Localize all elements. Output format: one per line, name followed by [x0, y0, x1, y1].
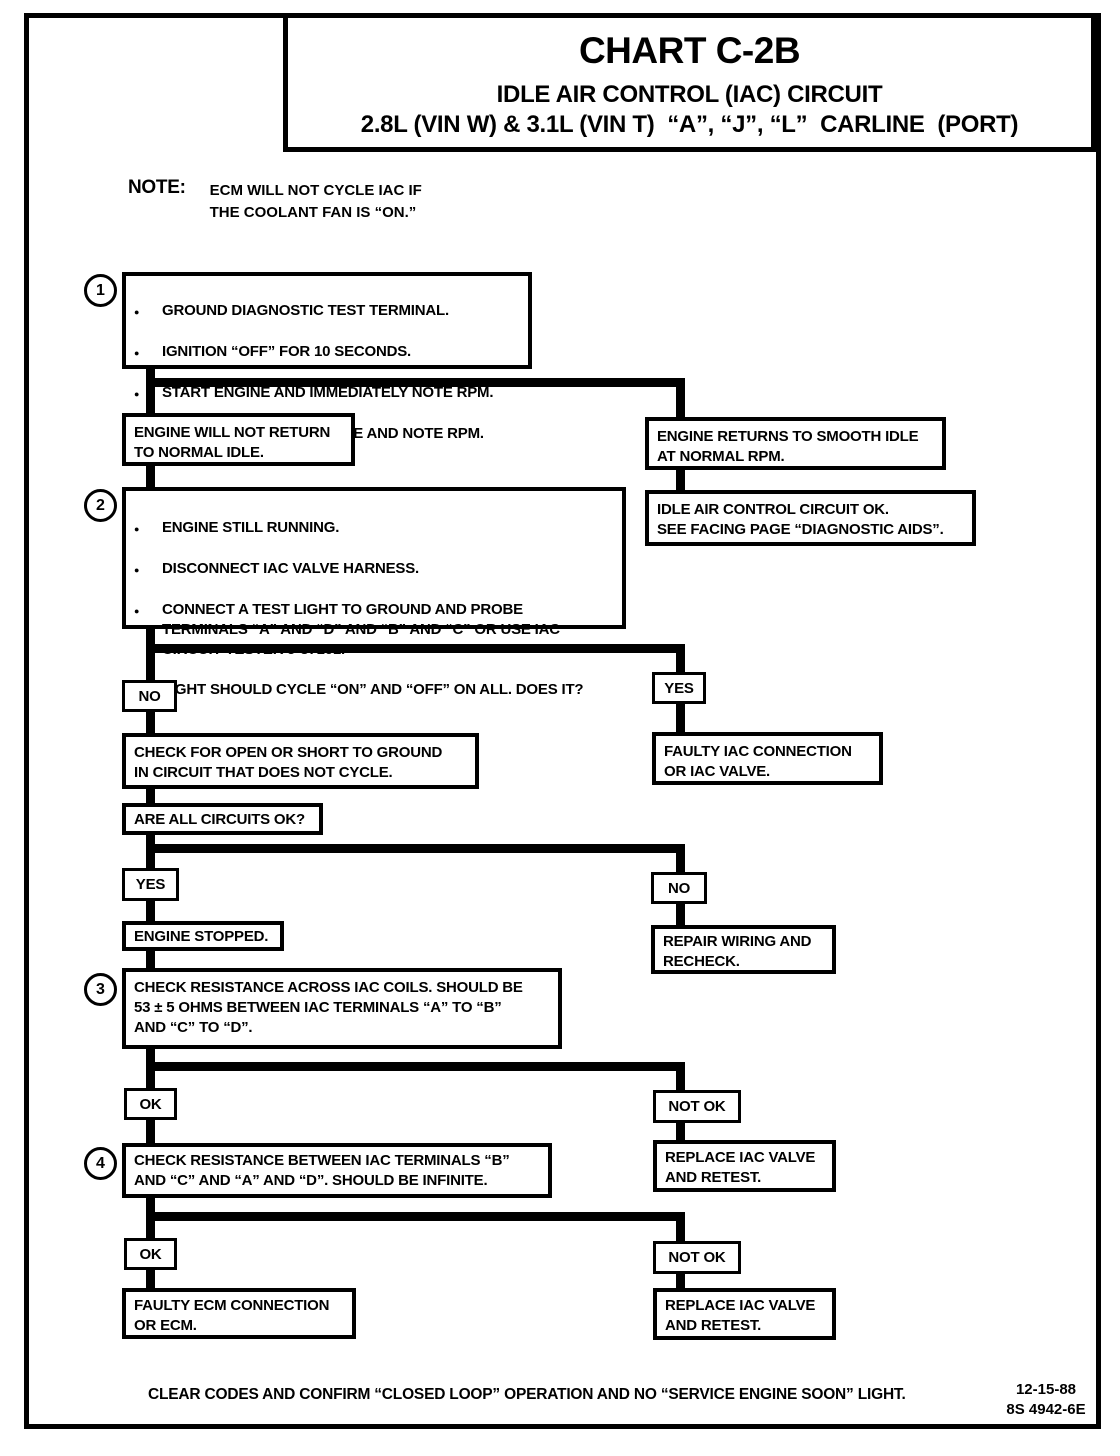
connector-line — [146, 1270, 155, 1288]
note-text: ECM WILL NOT CYCLE IAC IF THE COOLANT FA… — [209, 182, 422, 221]
decision-no: NO — [651, 872, 707, 904]
connector-line — [146, 1212, 685, 1221]
decision-not-ok: NOT OK — [653, 1090, 741, 1123]
step1-item: IGNITION “OFF” FOR 10 SECONDS. — [162, 343, 412, 360]
connector-line — [676, 1212, 685, 1241]
connector-line — [676, 704, 685, 732]
connector-line — [146, 951, 155, 968]
step3-box: CHECK RESISTANCE ACROSS IAC COILS. SHOUL… — [122, 968, 562, 1049]
engine-not-return-box: ENGINE WILL NOT RETURN TO NORMAL IDLE. — [122, 413, 355, 466]
step1-item: GROUND DIAGNOSTIC TEST TERMINAL. — [162, 302, 449, 319]
connector-line — [676, 1123, 685, 1140]
step2-item: ENGINE STILL RUNNING. — [162, 519, 340, 536]
step-number-3: 3 — [84, 973, 117, 1006]
faulty-ecm-box: FAULTY ECM CONNECTION OR ECM. — [122, 1288, 356, 1339]
bullet-icon — [134, 301, 162, 322]
are-all-circuits-ok-box: ARE ALL CIRCUITS OK? — [122, 803, 323, 835]
chart-title: CHART C-2B — [578, 30, 801, 71]
connector-line — [146, 1120, 155, 1143]
connector-line — [146, 378, 685, 387]
note-label: NOTE: — [128, 177, 186, 198]
decision-yes: YES — [122, 868, 179, 901]
footer-instruction: CLEAR CODES AND CONFIRM “CLOSED LOOP” OP… — [148, 1386, 906, 1403]
step4-box: CHECK RESISTANCE BETWEEN IAC TERMINALS “… — [122, 1143, 552, 1198]
note-block: NOTE: ECM WILL NOT CYCLE IAC IF THE COOL… — [128, 177, 422, 224]
decision-no: NO — [122, 680, 177, 712]
decision-not-ok: NOT OK — [653, 1241, 741, 1274]
connector-line — [146, 789, 155, 803]
step-number-1: 1 — [84, 274, 117, 307]
decision-ok: OK — [124, 1088, 177, 1120]
repair-wiring-box: REPAIR WIRING AND RECHECK. — [651, 925, 836, 974]
step1-item: START ENGINE AND IMMEDIATELY NOTE RPM. — [162, 384, 494, 401]
connector-line — [676, 644, 685, 672]
step2-item: CONNECT A TEST LIGHT TO GROUND AND PROBE… — [162, 601, 560, 658]
engine-returns-box: ENGINE RETURNS TO SMOOTH IDLE AT NORMAL … — [645, 417, 946, 470]
check-open-short-box: CHECK FOR OPEN OR SHORT TO GROUND IN CIR… — [122, 733, 479, 789]
connector-line — [146, 1062, 685, 1071]
connector-line — [676, 378, 685, 417]
decision-yes: YES — [652, 672, 706, 704]
connector-line — [676, 470, 685, 490]
bullet-icon — [134, 600, 162, 660]
faulty-iac-box: FAULTY IAC CONNECTION OR IAC VALVE. — [652, 732, 883, 785]
connector-line — [146, 901, 155, 921]
connector-line — [146, 466, 155, 487]
replace-iac-box: REPLACE IAC VALVE AND RETEST. — [653, 1140, 836, 1192]
connector-line — [676, 1274, 685, 1288]
bullet-icon — [134, 342, 162, 363]
engine-stopped-box: ENGINE STOPPED. — [122, 921, 284, 951]
bullet-icon — [134, 559, 162, 580]
connector-line — [146, 712, 155, 733]
step2-item: DISCONNECT IAC VALVE HARNESS. — [162, 560, 420, 577]
chart-application: 2.8L (VIN W) & 3.1L (VIN T) “A”, “J”, “L… — [360, 111, 1019, 138]
step1-box: GROUND DIAGNOSTIC TEST TERMINAL. IGNITIO… — [122, 272, 532, 442]
step-number-4: 4 — [84, 1147, 117, 1180]
connector-line — [146, 644, 685, 653]
iac-circuit-ok-box: IDLE AIR CONTROL CIRCUIT OK. SEE FACING … — [645, 490, 976, 546]
connector-line — [146, 844, 685, 853]
step2-item: LIGHT SHOULD CYCLE “ON” AND “OFF” ON ALL… — [162, 681, 584, 698]
connector-line — [676, 844, 685, 872]
replace-iac-box: REPLACE IAC VALVE AND RETEST. — [653, 1288, 836, 1340]
step2-box: ENGINE STILL RUNNING. DISCONNECT IAC VAL… — [122, 487, 626, 698]
bullet-icon — [134, 383, 162, 404]
bullet-icon — [134, 518, 162, 539]
step-number-2: 2 — [84, 489, 117, 522]
document-stamp: 12-15-88 8S 4942-6E — [1006, 1381, 1086, 1418]
decision-ok: OK — [124, 1238, 177, 1270]
chart-subtitle: IDLE AIR CONTROL (IAC) CIRCUIT — [496, 81, 883, 108]
title-block: CHART C-2B IDLE AIR CONTROL (IAC) CIRCUI… — [283, 13, 1096, 152]
connector-line — [676, 904, 685, 925]
connector-line — [676, 1062, 685, 1090]
